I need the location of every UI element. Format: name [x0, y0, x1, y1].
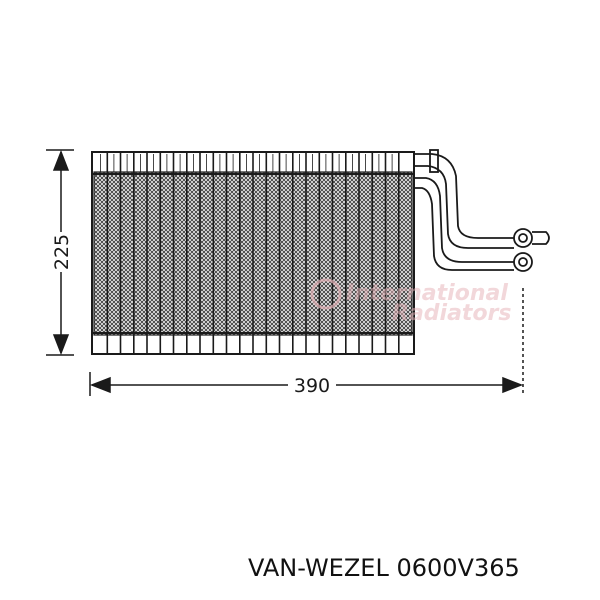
- watermark: International Radiators: [310, 278, 512, 326]
- upper-fitting-stub: [532, 231, 550, 245]
- height-dimension: [46, 149, 74, 356]
- pipe-flange-upper: [429, 149, 439, 173]
- watermark-line2: Radiators: [392, 301, 512, 326]
- upper-fitting-inner: [518, 233, 528, 243]
- brand-part-number: VAN-WEZEL 0600V365: [248, 554, 520, 582]
- core-tubes: [100, 152, 400, 354]
- evaporator-core: [91, 151, 415, 355]
- lower-fitting: [513, 252, 533, 272]
- refrigerant-pipes: [414, 149, 550, 272]
- lower-pipe-outer: [414, 177, 514, 263]
- bottom-header-tank: [91, 332, 415, 355]
- width-arrow-left: [89, 376, 111, 394]
- upper-pipe-outer: [414, 153, 514, 239]
- upper-pipe-inner: [414, 165, 514, 249]
- watermark-line1: International: [346, 281, 508, 306]
- lower-pipe-inner: [414, 187, 514, 271]
- lower-fitting-inner: [518, 257, 528, 267]
- width-dimension-label: 390: [294, 375, 330, 397]
- width-arrow-right: [502, 376, 524, 394]
- watermark-logo: [310, 278, 342, 310]
- height-arrow-bottom: [52, 334, 70, 356]
- height-label-bg: [50, 232, 72, 272]
- width-label-bg: [288, 372, 336, 396]
- top-header-tank: [91, 151, 415, 175]
- upper-fitting: [513, 228, 533, 248]
- height-arrow-top: [52, 149, 70, 171]
- height-dimension-label: 225: [51, 234, 73, 270]
